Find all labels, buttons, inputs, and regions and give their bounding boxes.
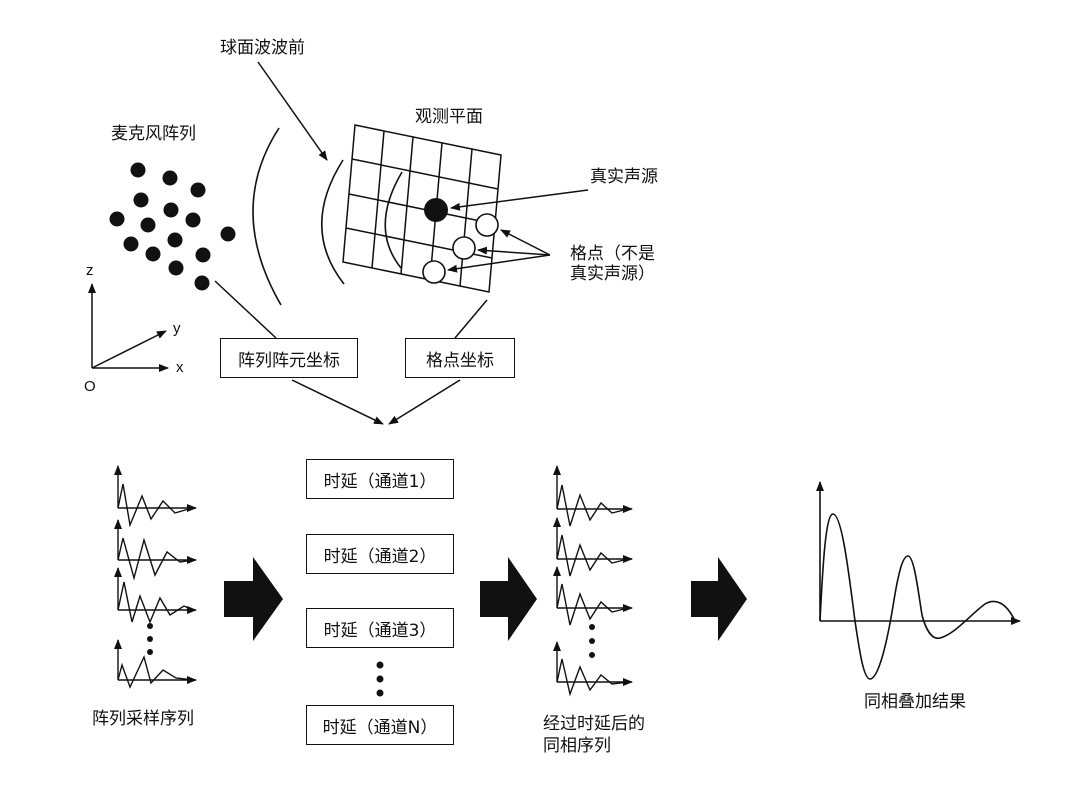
wavefront-label: 球面波波前 (220, 38, 305, 58)
summed-result-label: 同相叠加结果 (864, 692, 966, 712)
x-axis-label: x (176, 359, 184, 376)
observation-grid (342, 124, 502, 293)
ellipsis-dots-left (147, 623, 153, 655)
observation-plane-label: 观测平面 (415, 107, 483, 127)
summed-result-waveform (816, 481, 1021, 680)
grid-point-markers (422, 213, 499, 284)
z-axis-label: z (86, 262, 94, 279)
delayed-sequence-label-line2: 同相序列 (543, 736, 611, 756)
wavefront-arcs (252, 127, 403, 306)
element-coords-box: 阵列阵元坐标 (220, 338, 358, 378)
annotation-arrows (214, 61, 589, 425)
microphone-array (109, 162, 236, 291)
true-source-marker (424, 198, 448, 222)
y-axis-label: y (173, 320, 181, 337)
array-sample-waveforms (114, 465, 197, 689)
grid-point-label-line2: 真实声源） (570, 264, 655, 284)
array-sequence-label: 阵列采样序列 (92, 709, 194, 729)
delayed-waveforms (553, 465, 633, 697)
mic-array-label: 麦克风阵列 (111, 124, 196, 144)
grid-coords-box: 格点坐标 (405, 338, 515, 378)
ellipsis-dots-delays (376, 661, 384, 697)
grid-point-label-line1: 格点（不是 (570, 244, 655, 264)
ellipsis-dots-right (589, 624, 595, 658)
origin-label: O (84, 378, 96, 395)
delayed-sequence-label-line1: 经过时延后的 (543, 714, 645, 734)
delay-box-channel-1: 时延（通道1） (306, 459, 454, 499)
delay-box-channel-2: 时延（通道2） (306, 534, 454, 574)
flow-arrows (224, 557, 747, 641)
delay-box-channel-n: 时延（通道N） (306, 705, 454, 745)
true-source-label: 真实声源 (590, 167, 658, 187)
delay-box-channel-3: 时延（通道3） (306, 608, 454, 648)
coordinate-axes (88, 283, 169, 372)
